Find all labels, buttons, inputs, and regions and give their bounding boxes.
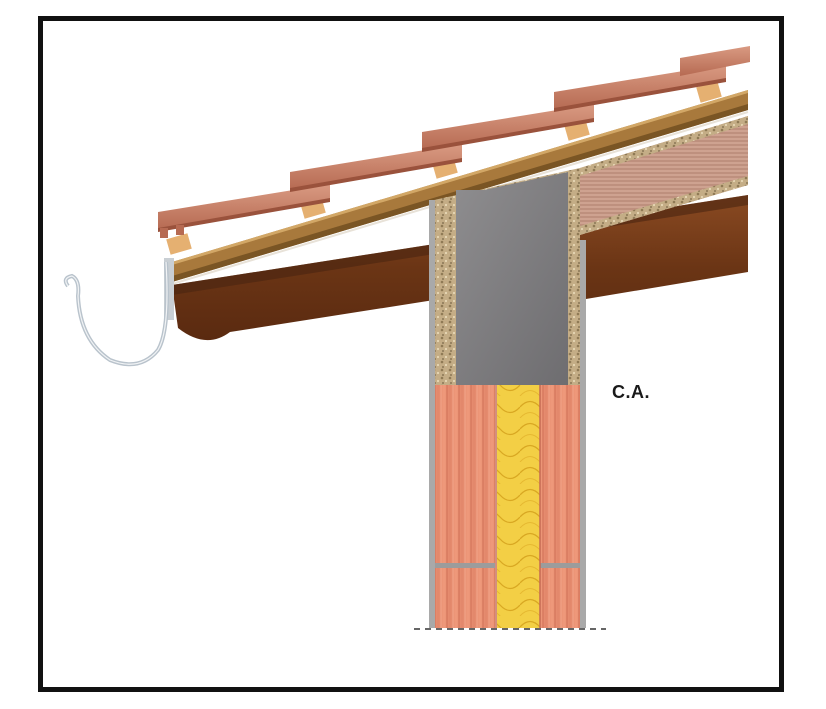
brick-leaf-inner-lower [540, 568, 580, 628]
batten [166, 233, 192, 255]
brick-leaf-outer-lower [435, 568, 495, 628]
concrete-ring-beam [434, 168, 580, 385]
gutter [63, 258, 174, 367]
concrete-label: C.A. [612, 382, 650, 402]
brick-leaf-inner [540, 385, 580, 563]
brick-leaf-outer [435, 385, 495, 563]
mineral-wool-insulation [497, 385, 540, 628]
batten [696, 81, 722, 103]
wall-plaster-right [580, 240, 586, 628]
roof-tile [422, 104, 594, 150]
roof-battens [166, 81, 722, 255]
roof-tile [290, 144, 462, 190]
roof-tile [554, 64, 726, 110]
roof-tiles [158, 46, 750, 238]
roof-tile [680, 46, 750, 76]
roof-tile [158, 184, 330, 230]
roof-insulation-panel [580, 116, 748, 235]
wall-plaster-left [429, 200, 435, 628]
masonry-wall [435, 385, 580, 628]
